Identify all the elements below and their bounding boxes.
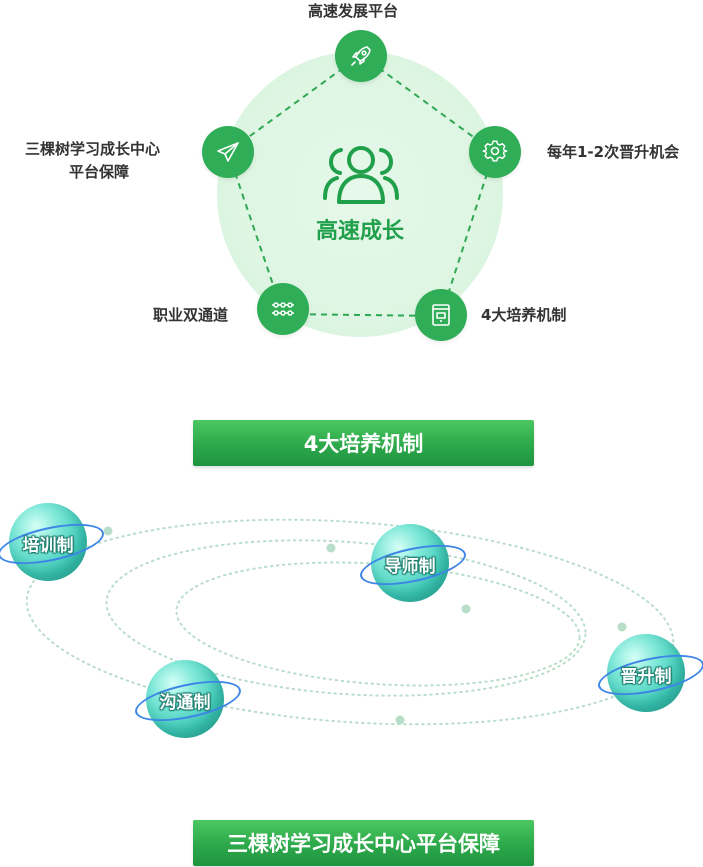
node-label-bottom-left: 职业双通道 [153,306,229,324]
node-label-left-line1: 三棵树学习成长中心 [25,140,161,158]
paper-plane-icon [217,142,239,162]
node-label-bottom-right: 4大培养机制 [481,306,567,324]
planet-training [9,503,87,581]
gear-node [469,126,521,178]
paper-plane-node [202,126,254,178]
rocket-node [335,30,387,82]
planet-promotion [607,634,685,712]
orbit-paths [25,518,675,726]
node-label-left-line2: 平台保障 [69,163,130,181]
center-title: 高速成长 [315,219,404,244]
node-label-right: 每年1-2次晋升机会 [547,143,680,161]
planet-mentor [371,524,449,602]
two-track-icon [272,302,294,316]
rocket-icon [351,46,371,66]
banner-training-label: 4大培养机制 [303,432,424,456]
banner-training-mechanisms: 4大培养机制 [193,420,534,466]
planet-label-communication: 沟通制 [159,693,211,713]
banner-learning-center: 三棵树学习成长中心平台保障 [193,820,534,866]
book-icon [432,304,450,326]
book-node [415,289,467,341]
sliders-node [257,283,309,335]
planet-communication [146,660,224,738]
node-label-top: 高速发展平台 [308,2,399,20]
planet-label-training: 培训制 [22,536,74,556]
pentagon-dashed-lines [226,53,496,318]
planet-label-promotion: 晋升制 [620,667,672,687]
users-group-icon [323,146,399,204]
gear-icon [482,140,508,162]
banner-learning-label: 三棵树学习成长中心平台保障 [227,832,500,856]
planet-label-mentor: 导师制 [384,557,436,577]
